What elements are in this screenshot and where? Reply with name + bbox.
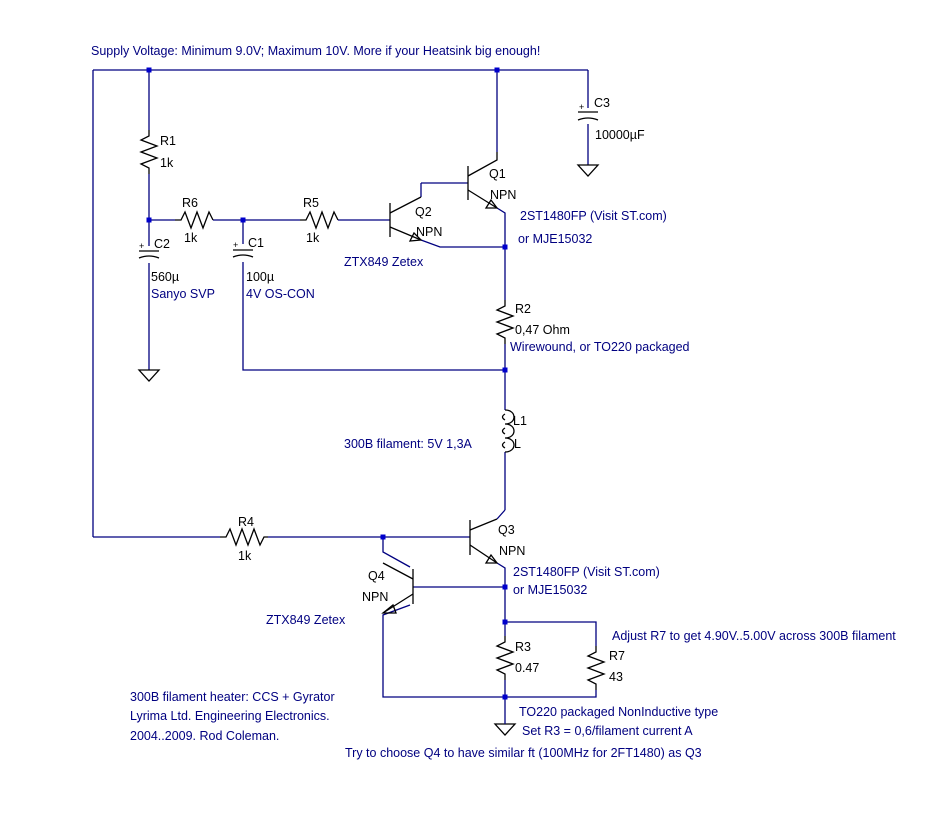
- q4-type: NPN: [362, 590, 388, 604]
- c2-name: C2: [154, 237, 170, 251]
- q1-name: Q1: [489, 167, 506, 181]
- transistor-q3: [469, 518, 499, 564]
- note-q3-part: 2ST1480FP (Visit ST.com): [513, 565, 660, 579]
- c2-value: 560µ: [151, 270, 179, 284]
- c3-name: C3: [594, 96, 610, 110]
- polarity-mark-c3: +: [579, 102, 584, 112]
- junction-dot: [240, 217, 246, 223]
- resistor-r5: [300, 210, 339, 230]
- c1-name: C1: [248, 236, 264, 250]
- r7-value: 43: [609, 670, 623, 684]
- transistor-q4: [381, 562, 414, 614]
- transistor-q1: [467, 152, 499, 209]
- r4-name: R4: [238, 515, 254, 529]
- r6-name: R6: [182, 196, 198, 210]
- capacitor-c1: [232, 249, 254, 258]
- note-q2-part: ZTX849 Zetex: [344, 255, 424, 269]
- r3-name: R3: [515, 640, 531, 654]
- note-c2-type: Sanyo SVP: [151, 287, 215, 301]
- note-q1-part: 2ST1480FP (Visit ST.com): [520, 209, 667, 223]
- q3-type: NPN: [499, 544, 525, 558]
- wires: [92, 69, 597, 715]
- credit-line-2: Lyrima Ltd. Engineering Electronics.: [130, 709, 330, 723]
- r2-value: 0,47 Ohm: [515, 323, 570, 337]
- junctions: [146, 67, 508, 700]
- r4-value: 1k: [238, 549, 252, 563]
- credit-line-1: 300B filament heater: CCS + Gyrator: [130, 690, 335, 704]
- note-q1-alt: or MJE15032: [518, 232, 592, 246]
- capacitor-c2: [138, 250, 160, 259]
- capacitor-c3: [577, 111, 599, 121]
- note-adjust-r7: Adjust R7 to get 4.90V..5.00V across 300…: [612, 629, 896, 643]
- resistor-r2: [495, 300, 515, 344]
- junction-dot: [146, 67, 152, 73]
- q4-name: Q4: [368, 569, 385, 583]
- junction-dot: [502, 584, 508, 590]
- credit-line-3: 2004..2009. Rod Coleman.: [130, 729, 279, 743]
- r7-name: R7: [609, 649, 625, 663]
- r5-name: R5: [303, 196, 319, 210]
- inductor-l1: [501, 409, 515, 453]
- r6-value: 1k: [184, 231, 198, 245]
- l1-value: L: [514, 437, 521, 451]
- l1-name: L1: [513, 414, 527, 428]
- q2-name: Q2: [415, 205, 432, 219]
- r5-value: 1k: [306, 231, 320, 245]
- note-q3-alt: or MJE15032: [513, 583, 587, 597]
- ground-symbol-c3: [576, 164, 600, 177]
- r3-value: 0.47: [515, 661, 539, 675]
- ground-symbol-main: [493, 723, 517, 736]
- resistor-r1: [139, 130, 159, 174]
- note-c1-type: 4V OS-CON: [246, 287, 315, 301]
- r1-name: R1: [160, 134, 176, 148]
- transistor-q2: [389, 196, 423, 242]
- junction-dot: [146, 217, 152, 223]
- resistor-r6: [175, 210, 214, 230]
- resistor-r4: [220, 527, 268, 547]
- c1-value: 100µ: [246, 270, 274, 284]
- junction-dot: [502, 367, 508, 373]
- q2-type: NPN: [416, 225, 442, 239]
- r1-value: 1k: [160, 156, 174, 170]
- junction-dot: [494, 67, 500, 73]
- resistor-r7: [586, 646, 606, 690]
- junction-dot: [502, 694, 508, 700]
- polarity-mark-c2: +: [139, 241, 144, 251]
- note-r3-type: TO220 packaged NonInductive type: [519, 705, 718, 719]
- note-r2-type: Wirewound, or TO220 packaged: [510, 340, 690, 354]
- resistor-r3: [495, 636, 515, 680]
- junction-dot: [502, 619, 508, 625]
- ground-symbol-c2: [137, 369, 161, 382]
- junction-dot: [380, 534, 386, 540]
- note-q4-part: ZTX849 Zetex: [266, 613, 346, 627]
- note-filament: 300B filament: 5V 1,3A: [344, 437, 473, 451]
- q3-name: Q3: [498, 523, 515, 537]
- c3-value: 10000µF: [595, 128, 645, 142]
- note-r3-set: Set R3 = 0,6/filament current A: [522, 724, 693, 738]
- polarity-mark-c1: +: [233, 240, 238, 250]
- q1-type: NPN: [490, 188, 516, 202]
- note-supply-voltage: Supply Voltage: Minimum 9.0V; Maximum 10…: [91, 44, 540, 58]
- junction-dot: [502, 244, 508, 250]
- note-q4-tip: Try to choose Q4 to have similar ft (100…: [345, 746, 702, 760]
- r2-name: R2: [515, 302, 531, 316]
